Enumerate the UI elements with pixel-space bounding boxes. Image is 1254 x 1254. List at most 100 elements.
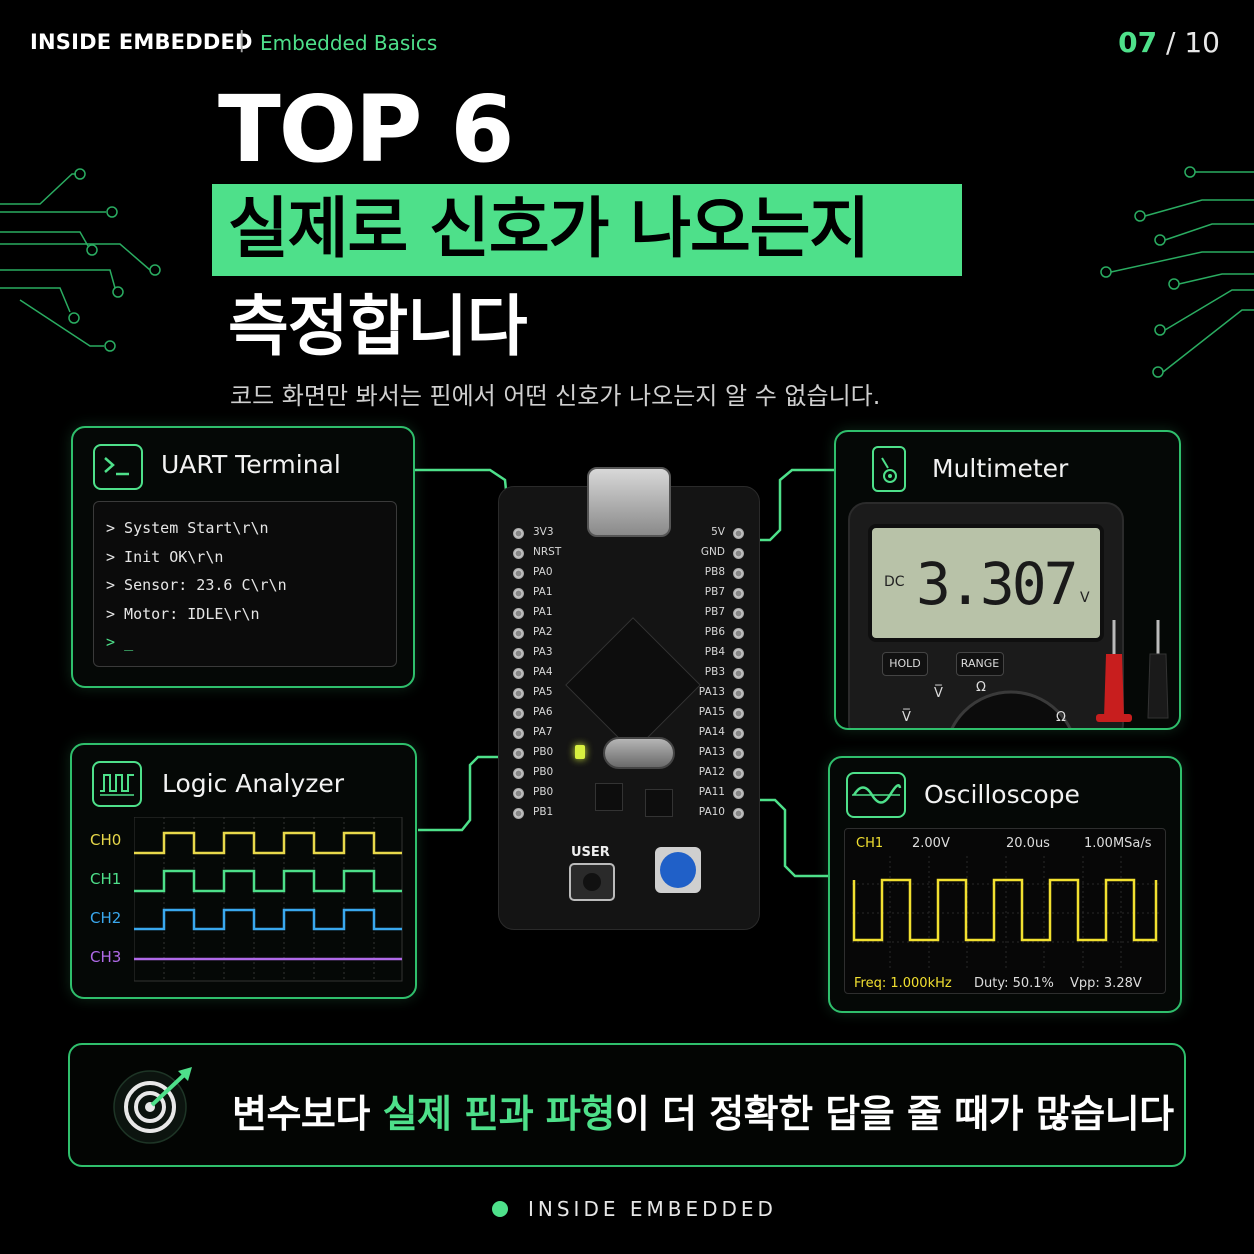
dial-label: Ω [976,680,986,695]
scope-freq: Freq: 1.000kHz [854,976,952,991]
title-line2: 실제로 신호가 나오는지 [228,190,870,267]
header-pin [733,548,744,559]
header-pin [733,788,744,799]
ic-chip [645,789,673,817]
terminal-prompt: > _ [106,628,384,657]
header-pin [733,748,744,759]
circuit-traces-right [1100,166,1254,378]
header-pin [513,668,524,679]
header-pin [513,808,524,819]
dial-label: Ω [1056,710,1066,725]
scope-volts: 2.00V [912,836,950,851]
pin-label: GND [700,546,725,558]
channel-label-2: CH2 [90,909,122,927]
scope-screen [844,828,1166,994]
terminal-line: > Motor: IDLE\r\n [106,604,260,623]
terminal-line: > System Start\r\n [106,519,269,537]
header-pin [733,648,744,659]
pin-label: PA15 [698,706,725,718]
terminal-line: > Sensor: 23.6 C\r\n [106,576,287,594]
pin-label: PA5 [533,686,553,698]
ic-chip [595,783,623,811]
page-total: 10 [1184,26,1220,59]
scope-duty: Duty: 50.1% [974,976,1054,991]
pin-label: PB7 [704,606,725,618]
pin-label: PB0 [533,786,554,798]
pin-label: PA14 [698,726,725,738]
oscilloscope-title: Oscilloscope [924,780,1080,809]
header-pin [733,628,744,639]
pin-label: PA0 [533,566,553,578]
display-reading: 3.307 [916,550,1079,618]
display-mode: DC [884,574,905,590]
header-pin [733,568,744,579]
pin-label: PB6 [704,626,725,638]
logic-title: Logic Analyzer [162,769,345,798]
header-pin [733,668,744,679]
message-part1: 변수보다 [232,1092,383,1136]
header-pin [733,808,744,819]
bottom-message: 변수보다 실제 핀과 파형이 더 정확한 답을 줄 때가 많습니다 [232,1083,1174,1138]
message-part2: 이 더 정확한 답을 줄 때가 많습니다 [614,1092,1174,1136]
multimeter-panel: Multimeter DC 3.307 V HOLD RANGE V̅ Ω V̅… [834,430,1181,730]
header-separator: | [238,28,246,53]
header-pin [513,628,524,639]
pin-label: PB1 [533,806,554,818]
logic-analyzer-panel: Logic Analyzer CH0 CH1 CH2 CH3 [70,743,417,999]
header-pin [733,728,744,739]
dial-label: V̅ [934,686,943,701]
pin-label: PB0 [533,746,554,758]
page-sep: / [1157,26,1185,59]
footer-dot [492,1201,508,1217]
circuit-traces-left [0,168,161,352]
scope-channel: CH1 [856,836,884,851]
header-pin [513,748,524,759]
logic-analyzer-icon [92,761,142,807]
channel-label-1: CH1 [90,870,122,888]
header-pin [513,768,524,779]
category-label: Embedded Basics [260,31,438,55]
multimeter-icon [872,446,906,492]
title-highlight-bg [212,184,962,276]
oscilloscope-panel: Oscilloscope CH1 2.00V 20.0us 1.00MSa/s … [828,756,1182,1013]
target-icon [113,1067,192,1144]
channel-label-3: CH3 [90,948,122,966]
pin-label: PB7 [704,586,725,598]
crystal [603,737,675,769]
header-pin [513,568,524,579]
usb-c-connector [587,467,671,537]
header-pin [733,688,744,699]
uart-terminal-panel: UART Terminal > System Start\r\n > Init … [71,426,415,688]
pin-label: PB0 [533,766,554,778]
hold-button[interactable]: HOLD [882,652,928,676]
subtitle: 코드 화면만 봐서는 핀에서 어떤 신호가 나오는지 알 수 없습니다. [230,382,881,410]
pin-label: PA12 [698,766,725,778]
header-pin [733,708,744,719]
cursor: _ [124,633,134,651]
pin-label: PA1 [533,586,553,598]
probe-icon [1096,620,1169,722]
range-button[interactable]: RANGE [956,652,1004,676]
header-pin [513,588,524,599]
pin-label: PB8 [704,566,725,578]
header-pin [513,528,524,539]
terminal-window[interactable]: > System Start\r\n > Init OK\r\n > Senso… [93,501,397,667]
prompt-symbol: > [106,633,125,651]
scope-time: 20.0us [1006,836,1050,851]
reset-button[interactable] [655,847,701,893]
terminal-line: > Init OK\r\n [106,547,224,566]
header-pin [733,608,744,619]
pin-label: PA13 [698,686,725,698]
pin-label: 5V [711,526,725,538]
scope-rate: 1.00MSa/s [1084,836,1152,851]
title-line1: TOP 6 [218,76,514,183]
pin-label: PA2 [533,626,553,638]
user-button[interactable] [569,863,615,901]
pin-label: PA10 [698,806,725,818]
page-indicator: 07 / 10 [1118,26,1220,59]
channel-label-0: CH0 [90,831,122,849]
rotary-dial[interactable] [936,678,1086,730]
pin-label: 3V3 [533,526,554,538]
header-pin [513,648,524,659]
